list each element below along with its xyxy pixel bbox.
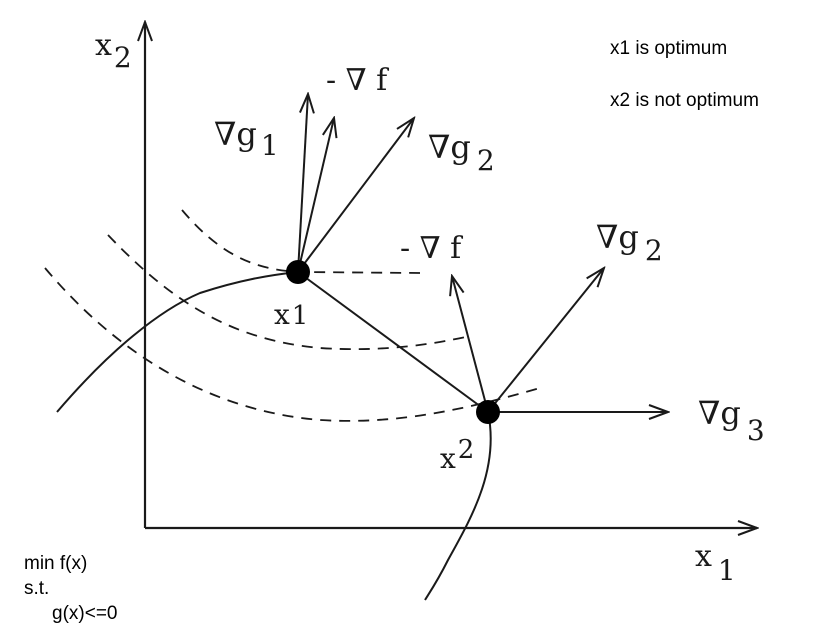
problem-subject-to: s.t. xyxy=(24,578,50,599)
gradients-at-x2 xyxy=(452,268,668,412)
constraint-curve-bottom xyxy=(424,411,492,601)
constraint-line-x1-x2 xyxy=(297,271,489,413)
neg-grad-f-arrow-x1 xyxy=(297,118,334,273)
neg-grad-f-label-x1: - ∇ f xyxy=(326,63,389,98)
note-x1-optimum: x1 is optimum xyxy=(610,38,728,59)
grad-g2-arrow-x2 xyxy=(487,268,604,413)
x2-label: x2 xyxy=(440,435,474,475)
level-curve-middle xyxy=(107,234,471,351)
problem-constraint: g(x)<=0 xyxy=(52,603,118,624)
problem-objective: min f(x) xyxy=(24,553,88,574)
objective-level-curves xyxy=(44,209,541,422)
neg-grad-f-arrow-x2 xyxy=(452,276,489,413)
neg-grad-f-label-x2: - ∇ f xyxy=(400,231,463,266)
note-x2-not-optimum: x2 is not optimum xyxy=(610,90,759,111)
gradients-at-x1 xyxy=(297,94,414,273)
y-axis-label: x2 xyxy=(95,28,132,74)
grad-g2-arrow-x1 xyxy=(297,118,414,273)
point-x1 xyxy=(286,260,310,284)
constraint-curve-left xyxy=(56,271,299,413)
grad-g1-arrow-x1 xyxy=(297,94,308,273)
level-curve-outer xyxy=(44,267,541,422)
constraint-boundaries xyxy=(56,271,492,601)
x1-label: x1 xyxy=(274,298,308,331)
level-curve-inner xyxy=(181,209,421,274)
axes xyxy=(145,22,757,528)
point-x2 xyxy=(476,400,500,424)
